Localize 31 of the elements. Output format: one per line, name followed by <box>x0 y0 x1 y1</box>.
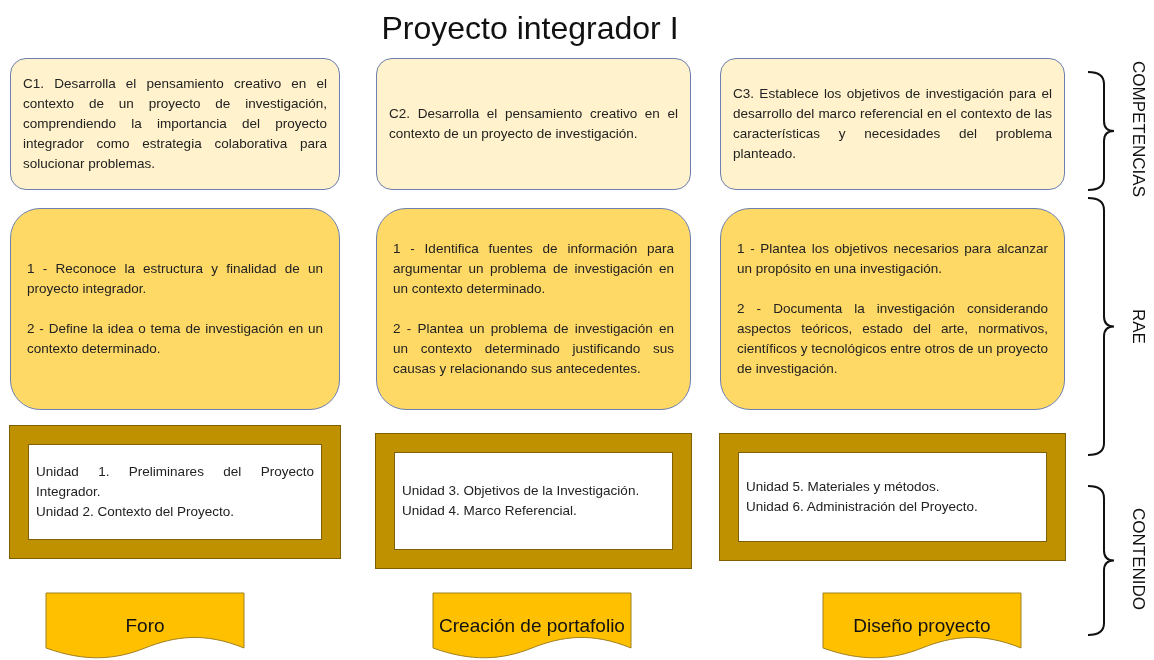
activity-label: Diseño proyecto <box>853 614 991 638</box>
activity-label: Foro <box>125 614 165 638</box>
outcome-text: 1 - Identifica fuentes de información para argumentar un problema de investigación en un contexto determinado. <box>393 240 674 298</box>
content-frame <box>10 426 340 558</box>
content-frame <box>720 434 1065 560</box>
competency-card <box>376 58 691 190</box>
learning-outcome-card <box>10 208 340 410</box>
activity-label: Creación de portafolio <box>439 614 625 638</box>
section-label: COMPETENCIAS <box>1128 61 1148 198</box>
outcome-text: 1 - Plantea los objetivos necesarios para alcanzar un propósito en una investigación. <box>737 240 1048 278</box>
outcome-text: 2 - Documenta la investigación considerando aspectos teóricos, estado del arte, normativos, científicos y tecnológicos entre otros de un proyecto de investigación. <box>737 300 1048 378</box>
outcome-text: 2 - Define la idea o tema de investigación en un contexto determinado. <box>27 320 323 358</box>
section-label: CONTENIDO <box>1128 508 1148 611</box>
learning-outcome-card <box>376 208 691 410</box>
learning-outcome-card <box>720 208 1065 410</box>
competency-text: C3. Establece los objetivos de investigación para el desarrollo del marco referencial en el contexto de las características y necesidades del problema planteado. <box>733 85 1052 163</box>
outcome-text: 1 - Reconoce la estructura y finalidad de un proyecto integrador. <box>27 260 323 298</box>
unit-text: Unidad 5. Materiales y métodos. <box>746 478 941 496</box>
unit-text: Unidad 4. Marco Referencial. <box>402 502 578 520</box>
diagram-title: Proyecto integrador I <box>380 10 680 47</box>
unit-text: Unidad 1. Preliminares del Proyecto Integrador. <box>36 463 314 501</box>
competency-card <box>720 58 1065 190</box>
unit-text: Unidad 2. Contexto del Proyecto. <box>36 503 236 521</box>
outcome-text: 2 - Plantea un problema de investigación en un contexto determinado justificando sus causas y relacionando sus antecedentes. <box>393 320 674 378</box>
competency-text: C1. Desarrolla el pensamiento creativo en el contexto de un proyecto de investigación, comprendiendo la importancia del proyecto integrador como estrategia colaborativa para solucionar problemas. <box>23 75 327 173</box>
unit-text: Unidad 6. Administración del Proyecto. <box>746 498 979 516</box>
competency-text: C2. Desarrolla el pensamiento creativo en el contexto de un proyecto de investigación. <box>389 105 678 143</box>
content-frame <box>376 434 691 568</box>
unit-text: Unidad 3. Objetivos de la Investigación. <box>402 482 641 500</box>
competency-card <box>10 58 340 190</box>
section-label: RAE <box>1128 309 1148 345</box>
